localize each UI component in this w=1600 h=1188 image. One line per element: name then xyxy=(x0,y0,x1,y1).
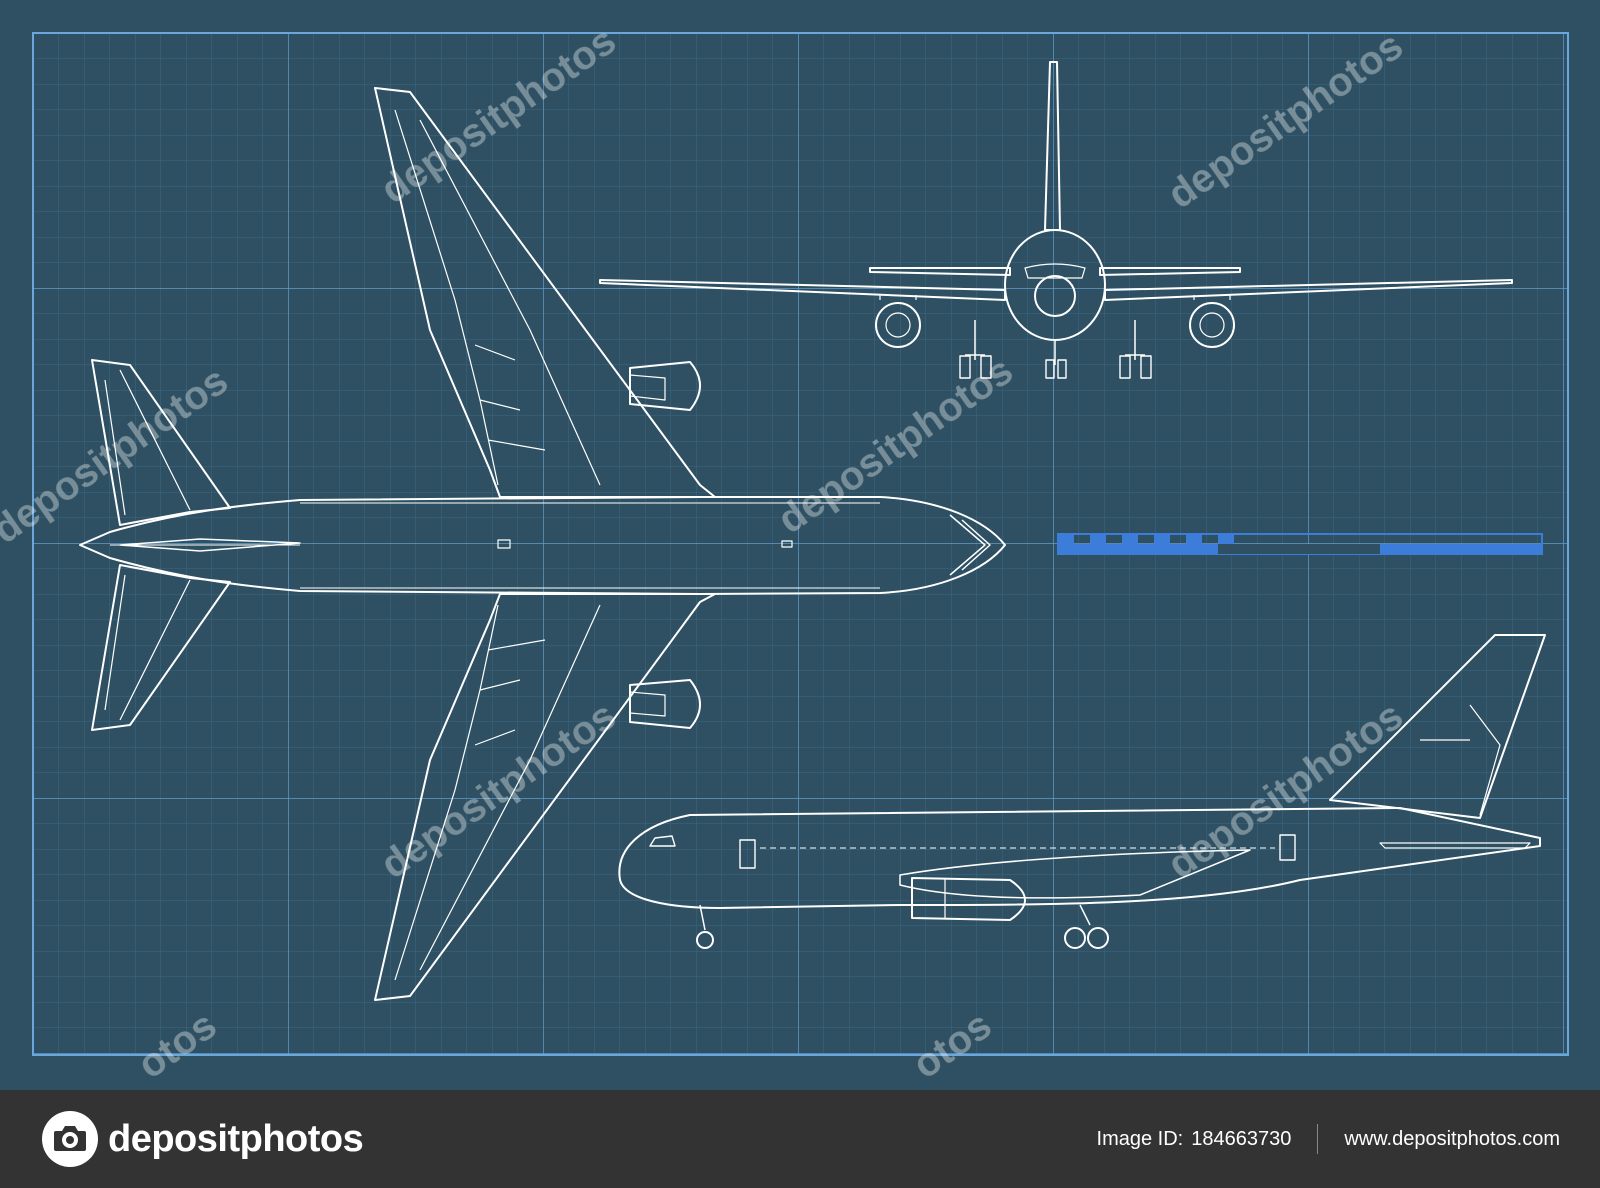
front-view xyxy=(599,61,1513,379)
image-id-label: Image ID: xyxy=(1096,1127,1184,1150)
blueprint-drawing: depositphotos depositphotos depositphoto… xyxy=(0,18,1569,1087)
brand-name: depositphotos xyxy=(108,1117,364,1160)
image-meta: Image ID: 184663730 www.depositphotos.co… xyxy=(1097,1124,1560,1154)
brand-logo[interactable]: depositphotos xyxy=(40,1108,364,1170)
scale-bar xyxy=(1057,533,1543,555)
meta-divider xyxy=(1317,1124,1319,1154)
website-link[interactable]: www.depositphotos.com xyxy=(1344,1127,1560,1150)
top-view xyxy=(79,87,1006,1001)
camera-logo-icon xyxy=(42,1111,98,1167)
footer-bar: depositphotos Image ID: 184663730 www.de… xyxy=(0,1090,1600,1188)
side-view xyxy=(618,634,1546,949)
image-id: 184663730 xyxy=(1191,1127,1292,1150)
